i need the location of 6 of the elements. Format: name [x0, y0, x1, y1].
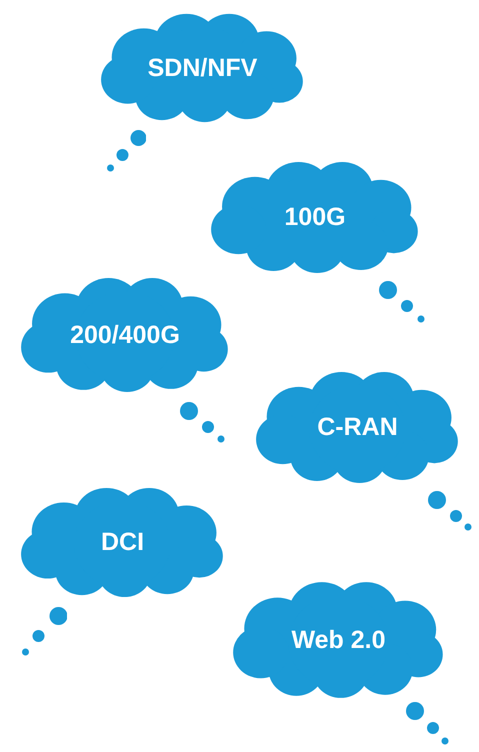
- cloud-label: SDN/NFV: [148, 54, 258, 82]
- cloud-label: 100G: [284, 203, 346, 232]
- cloud-label: DCI: [100, 528, 144, 557]
- cloud-label: 200/400G: [70, 320, 180, 350]
- cloud-label: Web 2.0: [291, 626, 386, 654]
- cloud-label: C-RAN: [317, 413, 398, 442]
